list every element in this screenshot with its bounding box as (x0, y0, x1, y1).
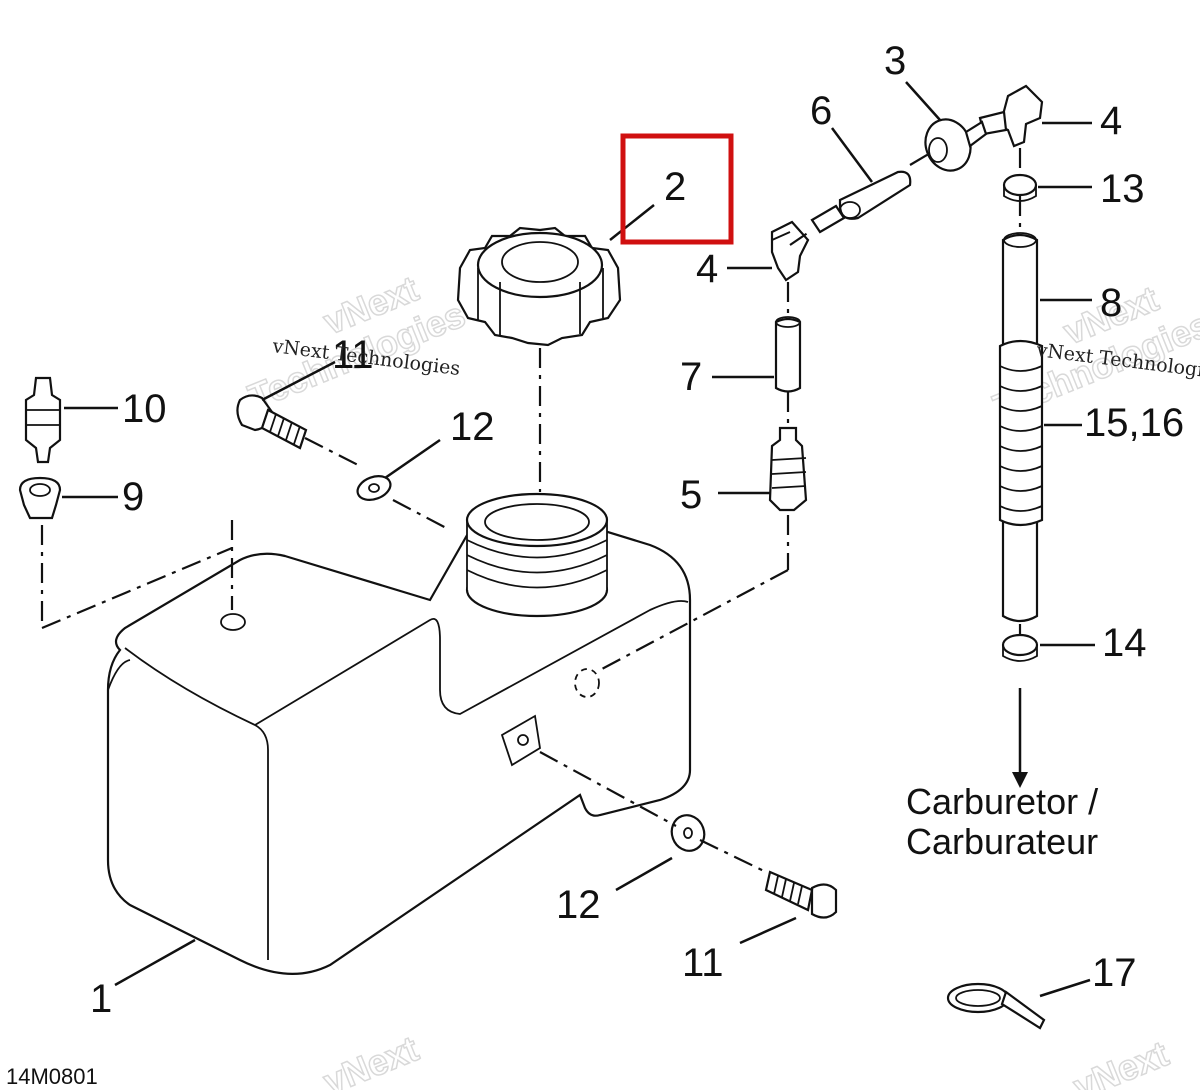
grommet-9 (18, 476, 62, 520)
clamp-13 (1002, 173, 1038, 202)
callout-11-bottom: 11 (682, 941, 724, 985)
fuel-cap (456, 226, 622, 347)
callout-14: 14 (1102, 621, 1147, 665)
callout-10: 10 (122, 387, 167, 431)
fuel-tank (106, 503, 692, 975)
connector-5 (768, 426, 808, 512)
callout-4-top: 4 (1100, 99, 1122, 143)
clamp-14 (1001, 633, 1039, 662)
leader-lines (62, 81, 1095, 998)
callout-1: 1 (90, 977, 112, 1021)
callout-12-bottom: 12 (556, 883, 601, 927)
callout-15-16: 15,16 (1084, 401, 1184, 445)
tank-filler-neck (465, 492, 609, 618)
elbow-fitting-left (770, 220, 810, 282)
destination-label-line1: Carburetor / (906, 781, 1098, 822)
washer-bottom (670, 814, 706, 852)
callout-12-top: 12 (450, 405, 495, 449)
filter-6 (810, 170, 912, 234)
callout-6: 6 (810, 89, 832, 133)
destination-label-line2: Carburateur (906, 821, 1098, 862)
callout-labels: 1 2 3 4 4 5 6 7 8 9 10 11 12 13 14 15,16… (90, 39, 1184, 1021)
tie-strap-17 (946, 982, 1046, 1030)
callout-11-top: 11 (332, 333, 374, 377)
callout-8: 8 (1100, 281, 1122, 325)
figure-id: 14M0801 (6, 1064, 98, 1089)
screw-bottom (764, 870, 838, 919)
washer-top (356, 475, 392, 501)
callout-2: 2 (664, 165, 686, 209)
callout-9: 9 (122, 475, 144, 519)
hose-sleeve-15-16 (998, 339, 1044, 527)
watermark-ghost-line5: vNext (318, 1028, 424, 1090)
callout-4-left: 4 (696, 247, 718, 291)
fitting-10 (24, 376, 62, 464)
callout-7: 7 (680, 355, 702, 399)
assembly-lines (40, 148, 1028, 873)
callout-17: 17 (1092, 951, 1137, 995)
shutoff-valve-3 (924, 118, 988, 172)
elbow-fitting-top (978, 84, 1044, 148)
callout-3: 3 (884, 39, 906, 83)
hose-7 (774, 316, 802, 393)
callout-5: 5 (680, 473, 702, 517)
screw-top (236, 394, 308, 450)
flow-arrow-head (1012, 772, 1028, 788)
highlight-box (620, 133, 734, 245)
callout-13: 13 (1100, 167, 1145, 211)
watermark-ghost-line6: vNext (1068, 1033, 1174, 1090)
